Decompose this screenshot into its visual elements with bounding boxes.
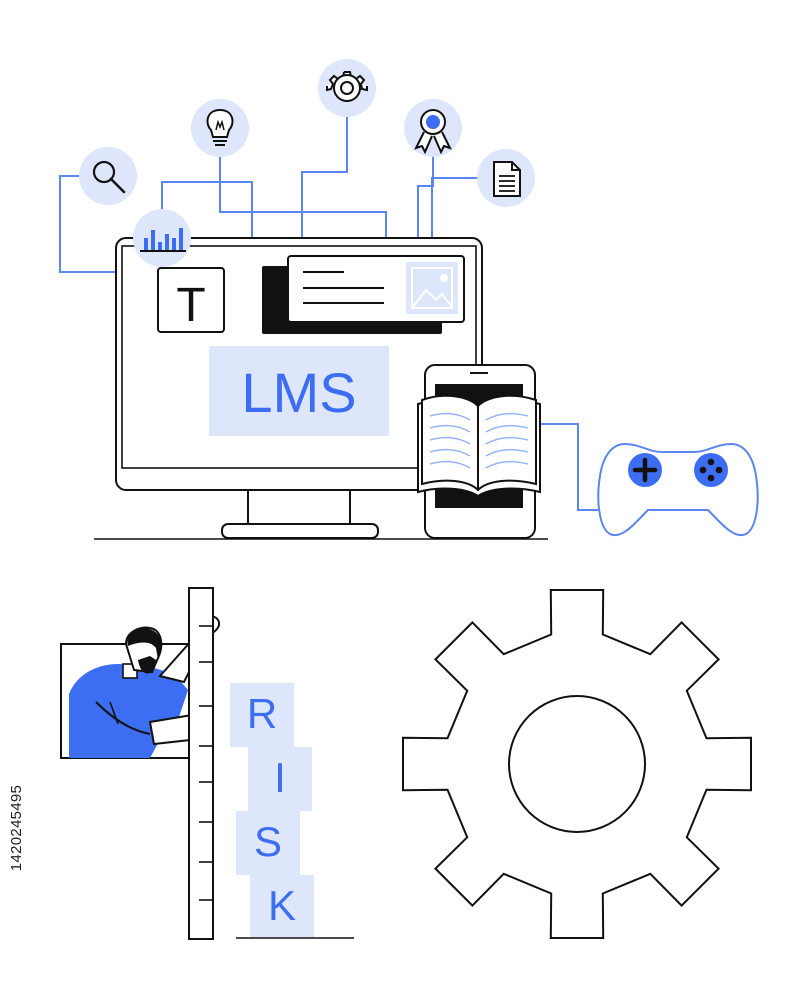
award-ribbon-icon <box>404 99 462 157</box>
content-card <box>262 255 465 334</box>
svg-text:I: I <box>274 754 286 801</box>
large-gear-icon <box>402 589 752 939</box>
risk-blocks: R I S K <box>230 683 314 937</box>
gear-icon <box>318 59 376 117</box>
lightbulb-icon <box>191 99 249 157</box>
risk-block-r: R <box>230 683 294 747</box>
risk-block-k: K <box>250 875 314 937</box>
gamepad-icon <box>597 442 759 537</box>
document-icon <box>477 149 535 207</box>
search-icon <box>79 147 137 205</box>
image-placeholder-icon <box>406 262 458 314</box>
open-book-icon <box>417 394 541 498</box>
risk-block-s: S <box>236 811 300 875</box>
lms-banner: LMS <box>209 346 389 436</box>
svg-text:S: S <box>254 818 282 865</box>
text-format-tile: T <box>157 267 225 333</box>
svg-text:R: R <box>247 690 277 737</box>
connector-lines <box>59 88 606 511</box>
risk-block-i: I <box>248 747 312 811</box>
stock-id-label: 1420245495 <box>8 784 25 872</box>
svg-text:K: K <box>268 882 296 929</box>
measuring-ruler <box>188 587 354 940</box>
lms-label: LMS <box>241 361 356 424</box>
text-tile-glyph: T <box>176 279 205 332</box>
bar-chart-icon <box>133 209 191 267</box>
